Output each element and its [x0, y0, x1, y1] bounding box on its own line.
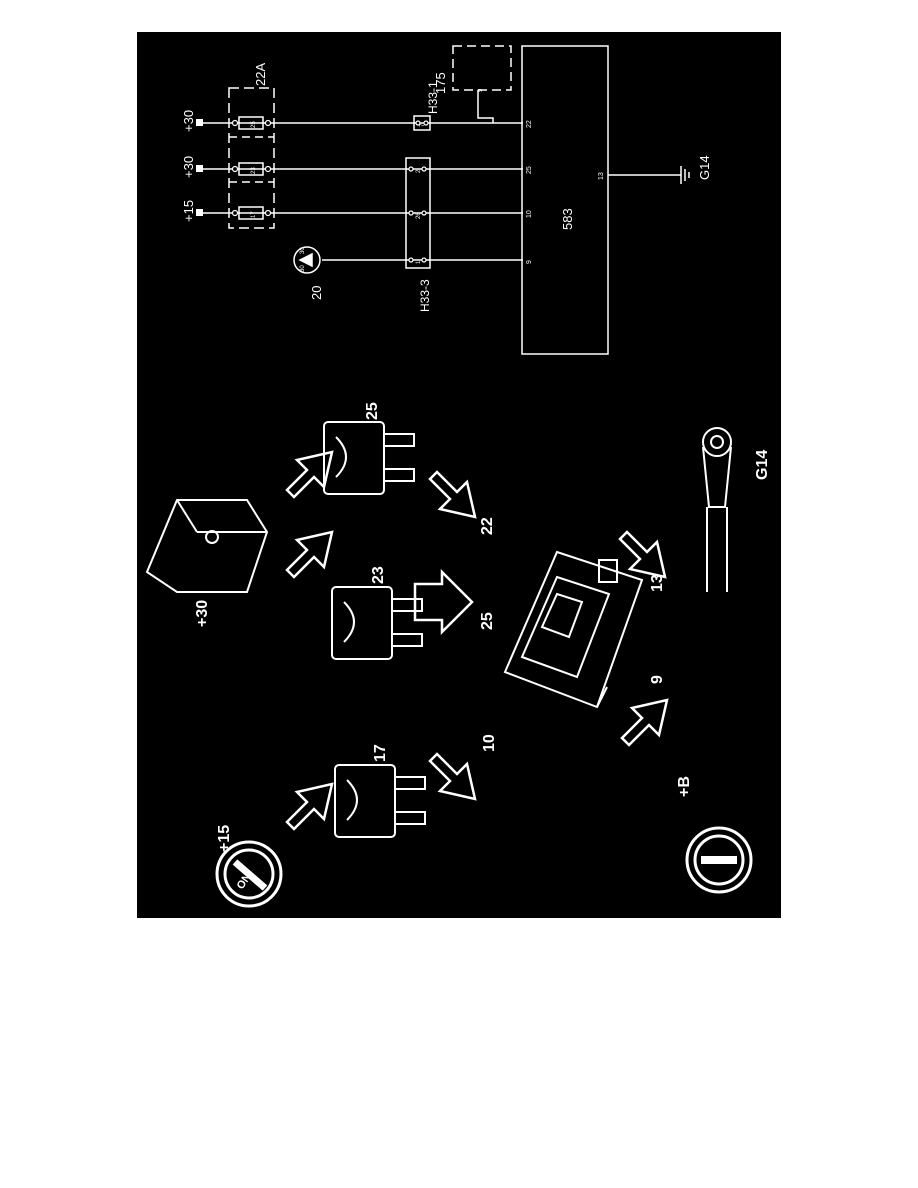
- fuse-23-picture: [331, 586, 423, 660]
- switch-pin-30b: 30: [300, 265, 306, 272]
- arrow-fuse23-to-pin25: [413, 568, 474, 636]
- module-pin-9: 9: [478, 88, 484, 92]
- wire-module175: [477, 90, 494, 123]
- label-pin-10: 10: [481, 734, 498, 752]
- label-plus30-a: +30: [181, 110, 196, 132]
- fuse-17-picture: [334, 764, 426, 838]
- connector-pin-26: 26: [416, 212, 422, 219]
- ecu-583-box: [521, 45, 609, 355]
- label-ground-g14: G14: [697, 155, 712, 180]
- arrow-battery-to-fuse25: [285, 450, 334, 499]
- arrow-fuse25-to-pin22: [428, 470, 477, 519]
- schematic-fuse-23: [238, 162, 264, 176]
- diagram-panel: +30 +30 +15 22A 583 G14 H33-1 H33-3 20 1…: [137, 32, 781, 918]
- connector-pin-7: 7: [420, 123, 426, 127]
- label-module-175: 175: [433, 72, 448, 94]
- connector-pin-1: 1: [416, 260, 422, 264]
- ecu-picture: [503, 550, 644, 709]
- ground-terminal-picture: [702, 427, 732, 592]
- arrow-battery-to-fuse23: [285, 530, 334, 579]
- fuse-schematic-25: 25: [251, 121, 257, 128]
- ignition-switch-contact: [298, 252, 313, 268]
- connector-h33-3: [405, 157, 431, 269]
- wiring-diagram: +30 +30 +15 22A 583 G14 H33-1 H33-3 20 1…: [145, 45, 771, 908]
- connector-h33-1: [413, 115, 431, 131]
- fuse-schematic-17: 17: [251, 211, 257, 218]
- label-switch-20: 20: [309, 286, 324, 300]
- ignition-key-on-picture: [215, 840, 283, 908]
- pin-9: 9: [526, 260, 533, 264]
- label-pin-13: 13: [649, 574, 666, 592]
- label-fuse-17: 17: [372, 744, 389, 762]
- label-plus15-picture: +15: [216, 825, 233, 852]
- arrow-ignition-to-fuse17: [285, 782, 334, 831]
- switch-pin-30: 30: [300, 247, 306, 254]
- connector-pin-2: 2: [416, 169, 422, 173]
- ignition-switch-20: [293, 246, 321, 274]
- fuse-box-22a-outline: [228, 87, 275, 229]
- label-pin-25: 25: [479, 612, 496, 630]
- label-connector-h33-3: H33-3: [418, 279, 432, 312]
- label-connector-h33-1: H33-1: [426, 81, 440, 114]
- label-plus30-picture: +30: [194, 600, 211, 627]
- label-fuse-box-22a: 22A: [253, 63, 268, 86]
- ignition-key-battery-picture: [685, 826, 753, 894]
- schematic: [200, 45, 690, 355]
- label-ecu-583: 583: [560, 208, 575, 230]
- label-pin-9: 9: [649, 675, 666, 684]
- module-175-outline: [452, 45, 512, 91]
- ground-symbol-g14: [680, 166, 690, 184]
- label-fuse-23: 23: [370, 566, 387, 584]
- schematic-fuse-17: [238, 206, 264, 220]
- label-g14-picture: G14: [754, 450, 771, 480]
- pin-13: 13: [598, 172, 605, 180]
- pin-circles: [231, 119, 429, 263]
- label-plus15: +15: [181, 200, 196, 222]
- schematic-fuse-25: [238, 116, 264, 130]
- pin-25: 25: [526, 166, 533, 174]
- label-plus-b: +B: [676, 776, 693, 797]
- arrow-fuse17-to-pin10: [428, 752, 477, 801]
- pictorial-fuses: [323, 421, 426, 838]
- battery-block: [145, 499, 269, 593]
- pin-10: 10: [526, 210, 533, 218]
- label-fuse-25: 25: [364, 402, 381, 420]
- pictorial-arrows: [285, 450, 669, 831]
- terminal-squares: [196, 119, 203, 216]
- fuse-25-picture: [323, 421, 415, 495]
- label-pin-22: 22: [479, 517, 496, 535]
- arrow-battery-to-pin9: [620, 698, 669, 747]
- arrow-pin13-to-ground: [618, 530, 667, 579]
- pin-22: 22: [526, 120, 533, 128]
- fuse-schematic-23: 23: [251, 167, 257, 174]
- label-plus30-b: +30: [181, 156, 196, 178]
